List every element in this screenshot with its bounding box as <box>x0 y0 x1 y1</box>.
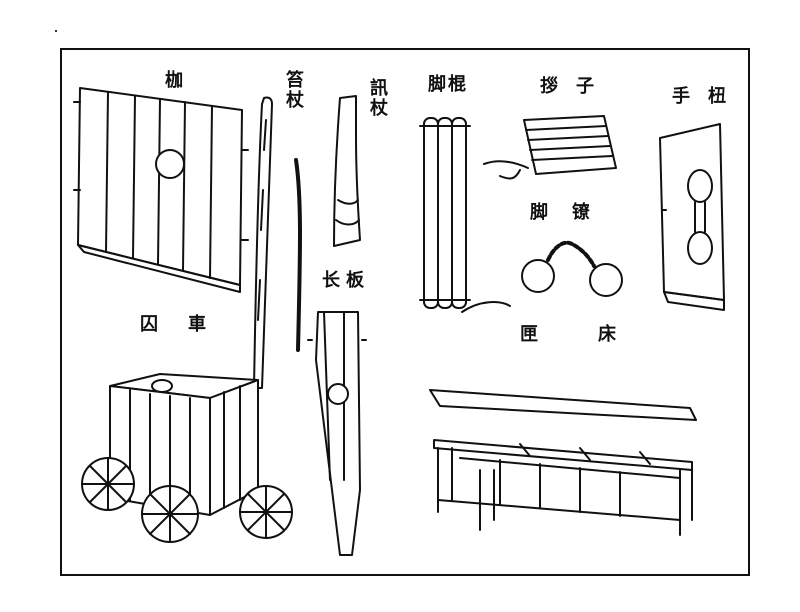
label-handcuff: 手杻 <box>672 86 744 107</box>
prison-cart-drawing <box>81 373 293 543</box>
label-cangue: 枷 <box>165 70 183 91</box>
label-ankle-chain: 脚镣 <box>530 202 614 223</box>
speck <box>55 30 57 32</box>
handcuff-drawing <box>659 123 725 311</box>
long-board-drawing <box>307 311 367 556</box>
ankle-rod-drawing <box>419 117 511 313</box>
label-rack-bed: 匣床 <box>520 324 676 345</box>
finger-squeezer-drawing <box>483 115 617 180</box>
label-interrogation-staff: 訊杖 <box>367 78 388 118</box>
label-finger-squeezer: 拶子 <box>540 76 612 97</box>
cangue-drawing <box>73 87 249 293</box>
interrogation-staff-drawing <box>333 95 361 247</box>
label-ankle-rod: 脚棍 <box>428 74 468 95</box>
label-punishment-staff: 笞杖 <box>283 70 304 110</box>
rack-bed-drawing <box>429 389 697 536</box>
label-prison-cart: 囚車 <box>140 314 236 335</box>
ankle-chain-drawing <box>521 240 623 297</box>
thin-rod-drawing <box>294 158 302 352</box>
illustration-frame <box>60 48 750 576</box>
punishment-staff-drawing <box>253 96 273 389</box>
label-long-board: 长板 <box>322 270 370 291</box>
